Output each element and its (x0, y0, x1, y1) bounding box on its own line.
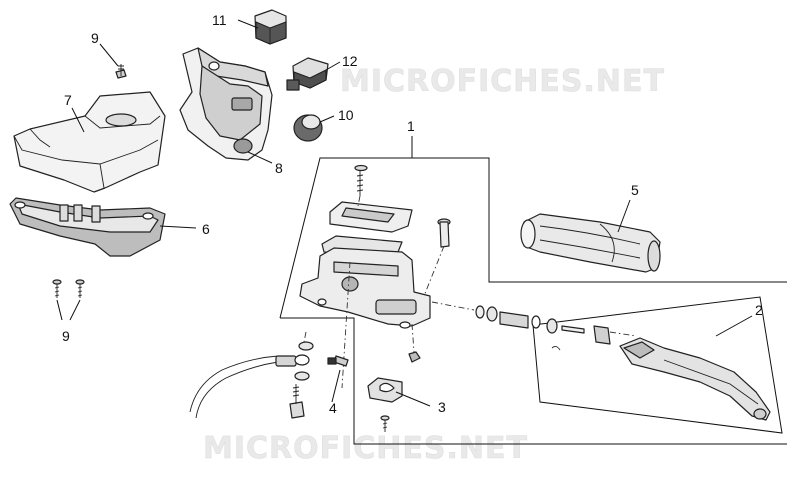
upper-cover-part-7 (13, 91, 166, 193)
lever-frame (532, 296, 783, 434)
switch-part-11 (254, 9, 287, 45)
leader-lines (56, 19, 753, 407)
lever-part-2 (431, 301, 771, 421)
lower-cover-part-6 (9, 197, 166, 257)
callout-9-bottom: 9 (62, 328, 70, 344)
callout-2: 2 (755, 302, 763, 318)
watermark-top: MICROFICHES.NET (340, 64, 665, 99)
callout-4: 4 (329, 400, 337, 416)
switch-part-12 (286, 57, 329, 91)
master-cylinder-part-1 (299, 164, 451, 389)
callout-6: 6 (202, 221, 210, 237)
callout-12: 12 (342, 53, 358, 69)
callout-11: 11 (212, 12, 227, 28)
callout-3: 3 (438, 399, 446, 415)
switch-housing-part-8 (179, 47, 273, 161)
master-cylinder-frame (279, 157, 787, 445)
screws-part-9-bottom (52, 279, 85, 298)
clamp-part-3 (367, 377, 403, 432)
watermark-bottom: MICROFICHES.NET (203, 431, 528, 466)
callout-9-top: 9 (91, 30, 99, 46)
grip-part-5 (520, 213, 661, 273)
callout-10: 10 (338, 107, 354, 123)
callout-7: 7 (64, 92, 72, 108)
callout-8: 8 (275, 160, 283, 176)
button-part-10 (293, 114, 323, 142)
screw-part-9-top (115, 64, 127, 79)
brake-line-fittings-part-4 (189, 331, 349, 419)
callout-1: 1 (407, 118, 415, 134)
callout-5: 5 (631, 182, 639, 198)
